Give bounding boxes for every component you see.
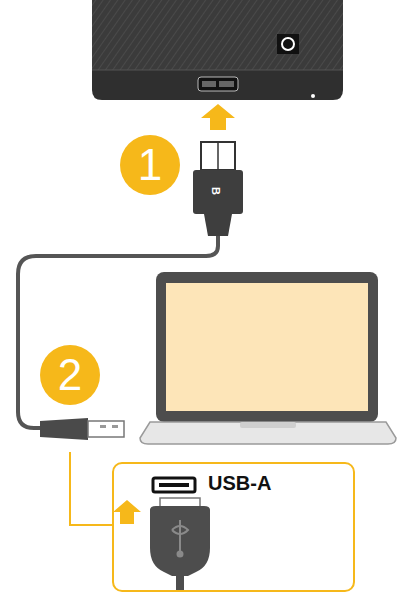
port-label: USB-A	[208, 472, 271, 495]
micro-b-connector	[193, 142, 243, 236]
callout-number: 1	[120, 135, 180, 195]
leader-line	[70, 452, 112, 525]
callout-number-text: 2	[58, 353, 82, 397]
callout-number: 2	[40, 345, 100, 405]
laptop	[140, 272, 396, 444]
usb-a-plug-end	[150, 498, 210, 591]
insert-arrow	[113, 500, 141, 524]
detail-inset: USB-A	[112, 462, 355, 592]
external-drive	[92, 0, 343, 100]
connector-type-mark: B	[210, 187, 222, 195]
callout-number-text: 1	[138, 143, 162, 187]
usb-a-port-icon	[153, 478, 195, 492]
insert-arrow	[201, 104, 235, 130]
usb-a-plug	[40, 418, 124, 440]
